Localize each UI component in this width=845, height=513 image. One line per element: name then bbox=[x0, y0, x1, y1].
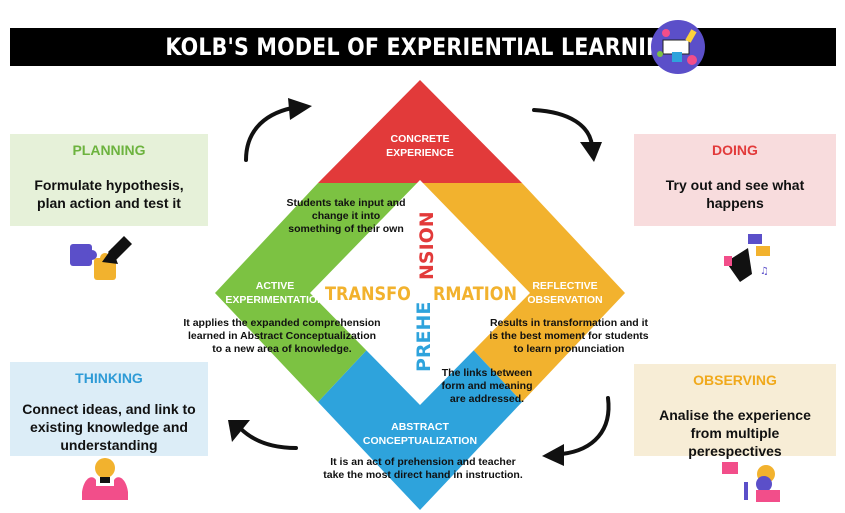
center-diamond bbox=[310, 180, 530, 405]
transformation-right: RMATION bbox=[433, 283, 518, 305]
observing-title: OBSERVING bbox=[693, 372, 777, 388]
planning-panel-bg bbox=[10, 134, 208, 226]
reflective-label: REFLECTIVE OBSERVATION bbox=[527, 280, 603, 306]
arrow-bottom-left-head-icon bbox=[228, 420, 250, 442]
listening-icon bbox=[722, 462, 780, 502]
arrow-bottom-right-head-icon bbox=[542, 444, 564, 466]
abstract-description: It is an act of prehension and teacher t… bbox=[323, 456, 523, 481]
arrow-top-right-icon bbox=[532, 108, 594, 148]
lightbulb-icon bbox=[82, 458, 128, 500]
observing-panel-bg bbox=[634, 364, 836, 456]
arrow-top-left-head-icon bbox=[288, 98, 312, 120]
arrow-top-right-head-icon bbox=[580, 142, 602, 162]
thinking-panel: THINKING Connect ideas, and link to exis… bbox=[10, 362, 208, 456]
doing-panel: DOING Try out and see what happens bbox=[634, 134, 836, 226]
planning-title: PLANNING bbox=[72, 142, 146, 158]
doing-title: DOING bbox=[712, 142, 758, 158]
svg-text:♫: ♫ bbox=[760, 266, 769, 277]
video-interaction-icon: ♫ bbox=[724, 234, 770, 282]
planning-panel: PLANNING Formulate hypothesis, plan acti… bbox=[10, 134, 208, 226]
transformation-left: TRANSFO bbox=[325, 283, 411, 305]
planning-text: Formulate hypothesis, plan action and te… bbox=[34, 177, 184, 211]
abstract-label: ABSTRACT CONCEPTUALIZATION bbox=[362, 421, 478, 447]
concrete-label: CONCRETE EXPERIENCE bbox=[386, 133, 454, 159]
concrete-experience-quadrant bbox=[318, 80, 522, 183]
arrow-top-left-icon bbox=[244, 106, 294, 162]
thinking-title: THINKING bbox=[75, 370, 143, 386]
thinking-text: Connect ideas, and link to existing know… bbox=[22, 401, 196, 453]
thinking-panel-bg bbox=[10, 362, 208, 456]
prehension-top: NSION bbox=[416, 211, 438, 280]
prehension-bottom: PREHE bbox=[413, 301, 435, 372]
active-label: ACTIVE EXPERIMENTATION bbox=[225, 280, 325, 306]
doing-panel-bg bbox=[634, 134, 836, 226]
page-title: KOLB'S MODEL OF EXPERIENTIAL LEARNING bbox=[165, 33, 681, 61]
arrow-bottom-right-icon bbox=[560, 396, 611, 456]
arrow-bottom-left-icon bbox=[238, 426, 298, 450]
observing-panel: OBSERVING Analise the experience from mu… bbox=[634, 364, 836, 459]
links-description: The links between form and meaning are a… bbox=[441, 367, 533, 405]
active-description: It applies the expanded comprehension le… bbox=[183, 317, 381, 355]
concrete-description: Students take input and change it into s… bbox=[286, 197, 406, 235]
puzzle-icon bbox=[70, 236, 132, 280]
observing-text: Analise the experience from multiple per… bbox=[659, 407, 811, 459]
reflective-description: Results in transformation and it is the … bbox=[489, 317, 649, 355]
doing-text: Try out and see what happens bbox=[665, 177, 805, 211]
